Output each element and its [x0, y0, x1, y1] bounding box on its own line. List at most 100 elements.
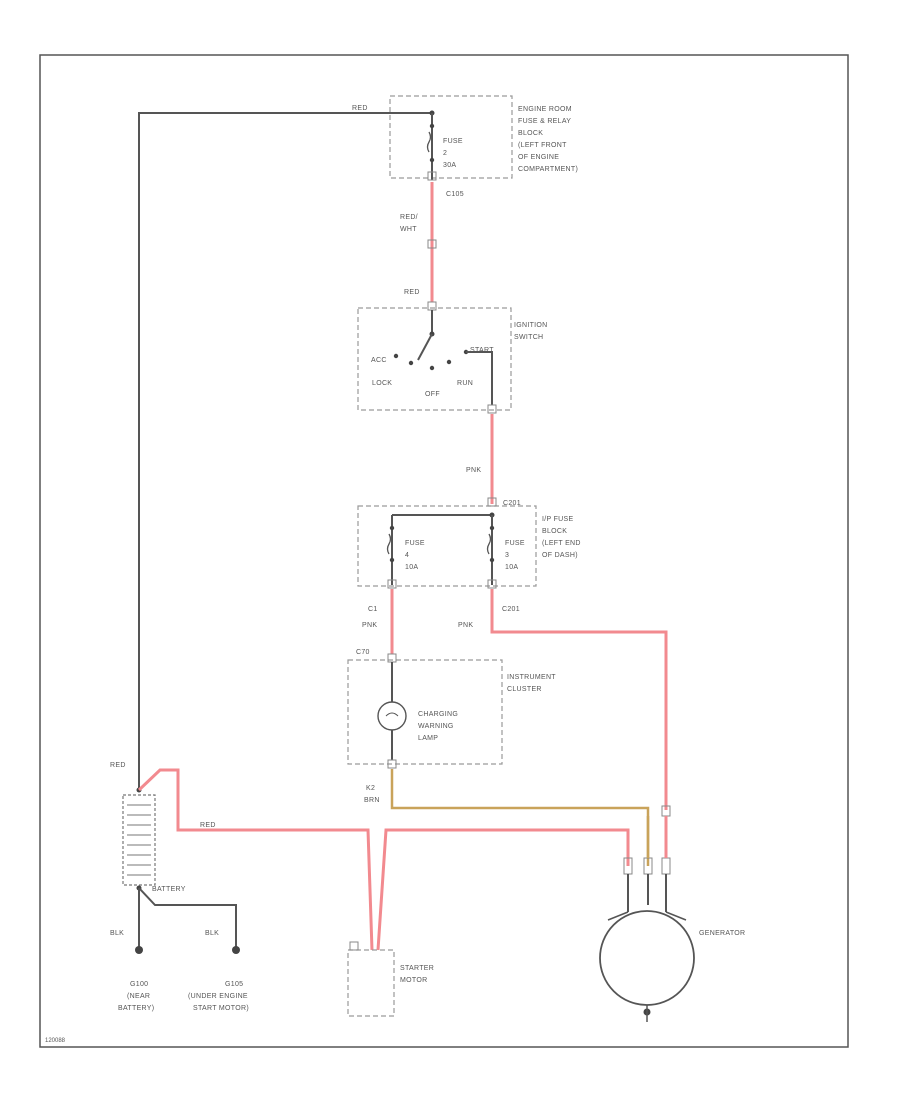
generator-bracket	[607, 911, 687, 921]
engine-room-block-title-1: ENGINE ROOM	[518, 106, 572, 113]
ip-block-title-2: BLOCK	[542, 528, 567, 535]
red-wht-label-2: WHT	[400, 226, 417, 233]
ignition-run-wire	[466, 351, 493, 405]
generator-icon	[599, 910, 695, 1006]
starter-motor-box	[347, 949, 395, 1017]
fuse-2-terminal-bottom	[429, 157, 435, 163]
ignition-contact-off	[429, 365, 435, 371]
ip-connector-c201-label: C201	[502, 606, 520, 613]
red-wire-starter-to-generator	[376, 828, 630, 951]
connector-c105-label: C105	[446, 191, 464, 198]
starter-connector	[349, 941, 359, 951]
ip-connector-c1-label: C1	[368, 606, 378, 613]
cluster-connector-top	[387, 653, 397, 663]
ip-connector-top-label: C201	[503, 500, 521, 507]
ip-connector-c1	[387, 579, 397, 589]
g105-label-1: G105	[225, 981, 243, 988]
ground-wire-left-label: BLK	[110, 930, 124, 937]
fuse-2-label-1: FUSE	[443, 138, 463, 145]
fuse-4-label-1: FUSE	[405, 540, 425, 547]
ignition-contact-lock	[408, 360, 414, 366]
pnk-wire-fuse-3-to-generator	[490, 589, 668, 810]
fuse-2-label-3: 30A	[443, 162, 456, 169]
ignition-connector-top	[427, 301, 437, 311]
inline-connector-1	[427, 239, 437, 249]
g100-label-3: BATTERY)	[118, 1005, 154, 1012]
starter-motor-title-2: MOTOR	[400, 977, 427, 984]
cluster-connector-k2-label: K2	[366, 785, 375, 792]
ground-g105-icon	[232, 946, 240, 954]
diagram-id: 120088	[45, 1038, 66, 1044]
fuse-3-terminal-top	[489, 525, 495, 531]
fuse-2-symbol	[426, 131, 432, 153]
fuse-4-symbol	[386, 533, 392, 555]
fuse-2-label-2: 2	[443, 150, 447, 157]
pnk-wire-label-2: PNK	[362, 622, 377, 629]
battery-feed-wire	[138, 112, 432, 790]
ignition-run-label: RUN	[457, 380, 473, 387]
ignition-contact-acc	[393, 353, 399, 359]
ip-connector-top	[487, 497, 497, 507]
red-battery-wire-label: RED	[200, 822, 216, 829]
pnk-wire-label-1: PNK	[466, 467, 481, 474]
engine-room-block-title-3: BLOCK	[518, 130, 543, 137]
fuse-3-label-2: 3	[505, 552, 509, 559]
engine-room-block-title-4: (LEFT FRONT	[518, 142, 567, 149]
fuse-4-terminal-bottom	[389, 557, 395, 563]
lamp-filament	[385, 712, 399, 717]
ignition-connector-bottom	[487, 404, 497, 414]
ignition-start-label: START	[470, 347, 494, 354]
fuse-4-label-2: 4	[405, 552, 409, 559]
charging-warning-lamp-icon	[377, 701, 407, 731]
cluster-connector-top-label: C70	[356, 649, 370, 656]
red-wht-label-1: RED/	[400, 214, 418, 221]
ip-block-title-3: (LEFT END	[542, 540, 581, 547]
red-battery-to-starter-wire	[137, 768, 374, 951]
battery-cells	[127, 804, 151, 876]
diagram-frame	[39, 54, 849, 1048]
ip-block-title-1: I/P FUSE	[542, 516, 573, 523]
g100-label-1: G100	[130, 981, 148, 988]
instrument-cluster-title-1: INSTRUMENT	[507, 674, 556, 681]
ignition-switch-box	[357, 307, 512, 411]
battery-feed-wire-label: RED	[352, 105, 368, 112]
battery-box	[122, 794, 156, 886]
engine-room-fuse-block-box	[389, 95, 513, 179]
battery-top-wire-label: RED	[110, 762, 126, 769]
cluster-connector-bottom	[387, 759, 397, 769]
instrument-cluster-title-2: CLUSTER	[507, 686, 542, 693]
brn-wire-to-generator	[390, 769, 650, 866]
engine-room-block-title-6: COMPARTMENT)	[518, 166, 578, 173]
ignition-switch-arm	[417, 333, 433, 361]
fuse-4-label-3: 10A	[405, 564, 418, 571]
g105-label-2: (UNDER ENGINE	[188, 993, 248, 1000]
ignition-lock-label: LOCK	[372, 380, 392, 387]
ignition-acc-label: ACC	[371, 357, 387, 364]
lamp-label-1: CHARGING	[418, 711, 458, 718]
g105-label-3: START MOTOR)	[193, 1005, 249, 1012]
ground-wire-right-label: BLK	[205, 930, 219, 937]
generator-title: GENERATOR	[699, 930, 745, 937]
red-wire-label: RED	[404, 289, 420, 296]
lamp-label-3: LAMP	[418, 735, 438, 742]
fuse-3-label-1: FUSE	[505, 540, 525, 547]
ground-g100-icon	[135, 946, 143, 954]
fuse-3-symbol	[486, 533, 492, 555]
ignition-switch-title-2: SWITCH	[514, 334, 543, 341]
ip-block-title-4: OF DASH)	[542, 552, 578, 559]
starter-motor-title-1: STARTER	[400, 965, 434, 972]
engine-room-block-title-2: FUSE & RELAY	[518, 118, 571, 125]
ignition-switch-title-1: IGNITION	[514, 322, 548, 329]
ground-wire-g105	[138, 887, 237, 948]
battery-label: BATTERY	[152, 886, 186, 893]
ip-fuse-block-box	[357, 505, 537, 587]
fuse-2-terminal-top	[429, 123, 435, 129]
g100-label-2: (NEAR	[127, 993, 150, 1000]
ignition-contact-run	[446, 359, 452, 365]
lamp-label-2: WARNING	[418, 723, 454, 730]
fuse-3-terminal-bottom	[489, 557, 495, 563]
engine-room-block-title-5: OF ENGINE	[518, 154, 559, 161]
ignition-off-label: OFF	[425, 391, 440, 398]
ip-connector-c201	[487, 579, 497, 589]
